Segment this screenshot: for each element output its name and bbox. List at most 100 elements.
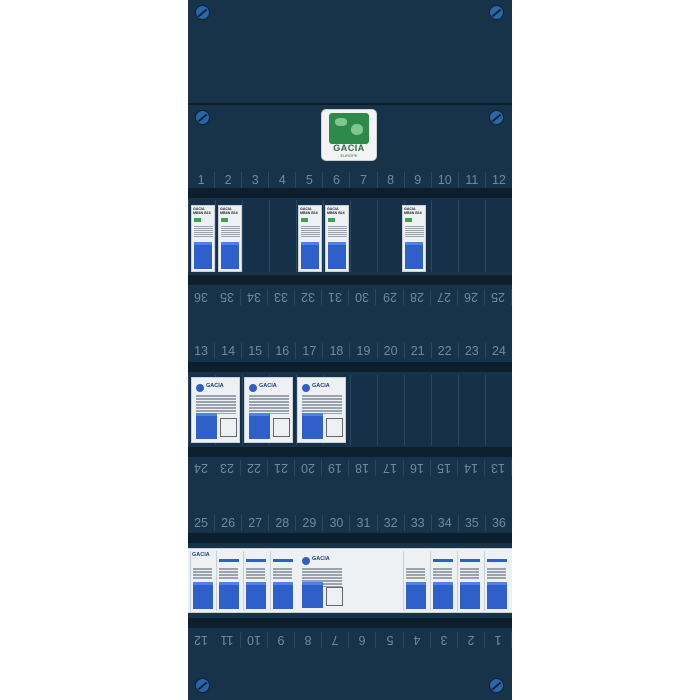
- slot-number: 31: [322, 289, 350, 305]
- slot-number: 30: [322, 515, 349, 531]
- slot-number: 4: [403, 632, 431, 648]
- screw-icon: [489, 5, 504, 20]
- spec-text: [405, 225, 424, 238]
- breaker-toggle[interactable]: [328, 242, 346, 269]
- test-button[interactable]: [302, 384, 310, 392]
- slot-number: 27: [430, 289, 458, 305]
- rail: [188, 275, 512, 285]
- circuit-breaker[interactable]: [484, 551, 509, 611]
- slot-number: 29: [295, 515, 322, 531]
- breaker-toggle[interactable]: [433, 582, 453, 609]
- breaker-toggle[interactable]: [193, 582, 213, 609]
- slot-number: 30: [349, 289, 377, 305]
- slot-number: 9: [403, 172, 431, 188]
- breaker-toggle[interactable]: [219, 582, 239, 609]
- breaker-brand: GACIA: [404, 207, 416, 211]
- rcd-switch[interactable]: GACIA: [191, 377, 240, 443]
- breaker-brand: GACIA: [220, 207, 232, 211]
- slot-number: 31: [349, 515, 376, 531]
- breaker-toggle[interactable]: [406, 582, 426, 609]
- slot-number: 20: [376, 343, 404, 359]
- rcd-switch[interactable]: GACIA: [244, 377, 293, 443]
- circuit-breaker[interactable]: [243, 551, 268, 611]
- slot-number: 24: [194, 461, 208, 475]
- wiring-schematic: [326, 418, 343, 437]
- slot-number: 28: [403, 289, 431, 305]
- breaker-model: MB6N: [193, 211, 204, 215]
- slot-number: 14: [214, 343, 241, 359]
- breaker-model: MB6N: [327, 211, 338, 215]
- spec-text: [302, 394, 342, 414]
- slot-number: 17: [376, 460, 404, 476]
- circuit-breaker[interactable]: [457, 551, 482, 611]
- breaker-toggle[interactable]: [487, 582, 507, 609]
- slot-number: 29: [376, 289, 404, 305]
- rcd-toggle[interactable]: [249, 413, 270, 439]
- label-strip: [301, 218, 308, 222]
- breaker-model: MB6N: [300, 211, 311, 215]
- rcd-toggle[interactable]: [196, 413, 217, 439]
- label-strip: [328, 218, 335, 222]
- circuit-breaker[interactable]: [216, 551, 241, 611]
- breaker-toggle[interactable]: [301, 242, 319, 269]
- spec-text: [460, 567, 479, 579]
- breaker-toggle[interactable]: [460, 582, 480, 609]
- rcd-switch[interactable]: GACIA: [298, 551, 348, 611]
- label-strip: [487, 559, 507, 562]
- test-button[interactable]: [249, 384, 257, 392]
- breaker-rating: B16: [204, 211, 211, 215]
- slot-number: 34: [241, 289, 269, 305]
- breaker-rating: B16: [338, 211, 345, 215]
- wiring-schematic: [326, 587, 343, 606]
- rcd-toggle[interactable]: [302, 413, 323, 439]
- slot-number: 15: [241, 343, 268, 359]
- slot-number: 22: [430, 343, 458, 359]
- circuit-breaker[interactable]: [190, 551, 215, 611]
- breaker-toggle[interactable]: [221, 242, 239, 269]
- slot-number: 32: [295, 289, 323, 305]
- slot-number: 13: [484, 460, 512, 476]
- rail: [188, 188, 512, 198]
- slot-number: 25: [194, 516, 208, 530]
- slot-number: 2: [214, 172, 241, 188]
- spec-text: [273, 567, 292, 579]
- breaker-rating: B16: [311, 211, 318, 215]
- screw-icon: [195, 110, 210, 125]
- circuit-breaker[interactable]: [270, 551, 295, 611]
- rcd-brand: GACIA: [259, 383, 277, 389]
- slot-number: 24: [484, 343, 512, 359]
- slot-number: 12: [194, 633, 208, 647]
- slot-number: 21: [403, 343, 431, 359]
- test-button[interactable]: [196, 384, 204, 392]
- label-strip: [219, 559, 239, 562]
- circuit-breaker[interactable]: [403, 551, 428, 611]
- spec-text: [301, 225, 320, 238]
- spec-text: [249, 394, 289, 414]
- slot-number: 11: [457, 172, 485, 188]
- slot-number: 3: [430, 632, 458, 648]
- slot-number: 3: [241, 172, 268, 188]
- breaker-toggle[interactable]: [405, 242, 423, 269]
- slot-number: 35: [457, 515, 485, 531]
- breaker-toggle[interactable]: [273, 582, 293, 609]
- spec-text: [219, 567, 238, 579]
- slot-number: 8: [376, 172, 404, 188]
- rcd-toggle[interactable]: [302, 582, 323, 608]
- circuit-breaker[interactable]: [430, 551, 455, 611]
- slot-number: 10: [241, 632, 269, 648]
- breaker-toggle[interactable]: [194, 242, 212, 269]
- rail: [188, 447, 512, 457]
- rcd-switch[interactable]: GACIA: [297, 377, 346, 443]
- spec-text: [433, 567, 452, 579]
- breaker-toggle[interactable]: [246, 582, 266, 609]
- test-button[interactable]: [302, 557, 310, 565]
